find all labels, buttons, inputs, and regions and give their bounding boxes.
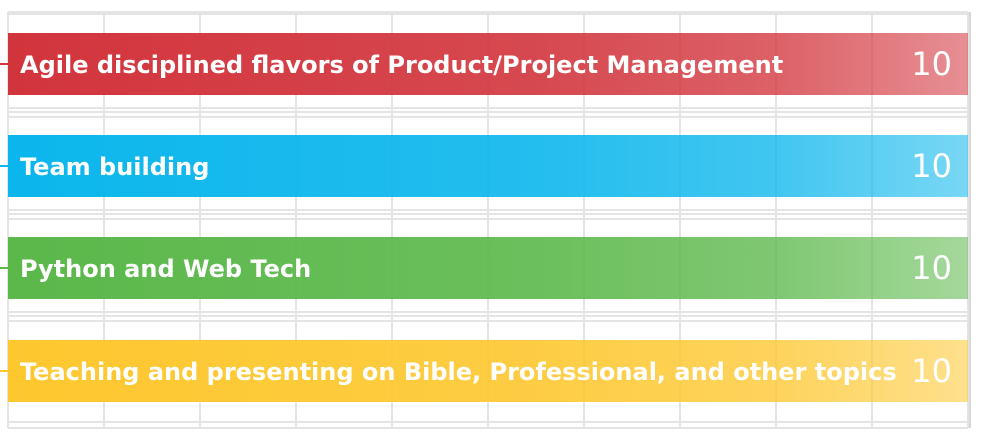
bar-label: Agile disciplined flavors of Product/Pro… xyxy=(20,51,783,79)
bar-label: Python and Web Tech xyxy=(20,255,311,283)
bar-3 xyxy=(8,237,968,299)
bar-value-label: 10 xyxy=(911,249,952,287)
chart-bars: Agile disciplined flavors of Product/Pro… xyxy=(0,33,968,402)
bar-2 xyxy=(8,135,968,197)
bar-value-label: 10 xyxy=(911,352,952,390)
bar-value-label: 10 xyxy=(911,147,952,185)
bar-4 xyxy=(8,340,968,402)
bar-label: Team building xyxy=(20,153,209,181)
bar-value-label: 10 xyxy=(911,45,952,83)
bar-label: Teaching and presenting on Bible, Profes… xyxy=(20,358,897,386)
bar-1 xyxy=(8,33,968,95)
